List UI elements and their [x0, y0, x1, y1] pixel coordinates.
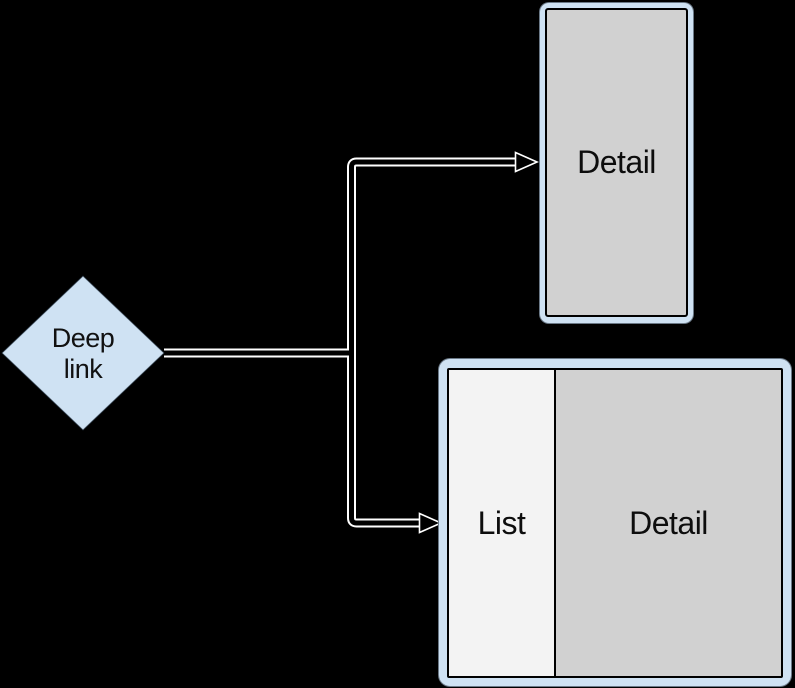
connector-to-phone-casing: [347, 157, 519, 353]
tablet-detail-label: Detail: [629, 504, 708, 541]
phone-detail-label: Detail: [577, 144, 656, 180]
tablet-list-label: List: [477, 504, 526, 541]
connector-to-phone-core: [349, 159, 519, 353]
phone-mockup-frame: Detail: [539, 2, 694, 324]
deep-link-diamond: [1, 275, 165, 431]
tablet-mockup-frame: List Detail: [438, 358, 792, 687]
connector-cores: [164, 159, 519, 526]
tablet-detail-pane: Detail: [556, 370, 781, 676]
connector-to-tablet-core: [349, 353, 422, 526]
deep-link-label-line1: Deep: [51, 323, 115, 353]
arrowhead-to-tablet-icon: [418, 512, 443, 534]
deep-link-label-line2: link: [63, 354, 103, 384]
arrowhead-to-phone-icon: [514, 151, 539, 173]
tablet-screen: List Detail: [447, 368, 783, 678]
phone-detail-pane: Detail: [545, 8, 688, 317]
tablet-list-pane: List: [449, 370, 556, 676]
deep-link-label: Deep link: [23, 322, 143, 386]
connector-to-tablet-casing: [347, 353, 422, 528]
